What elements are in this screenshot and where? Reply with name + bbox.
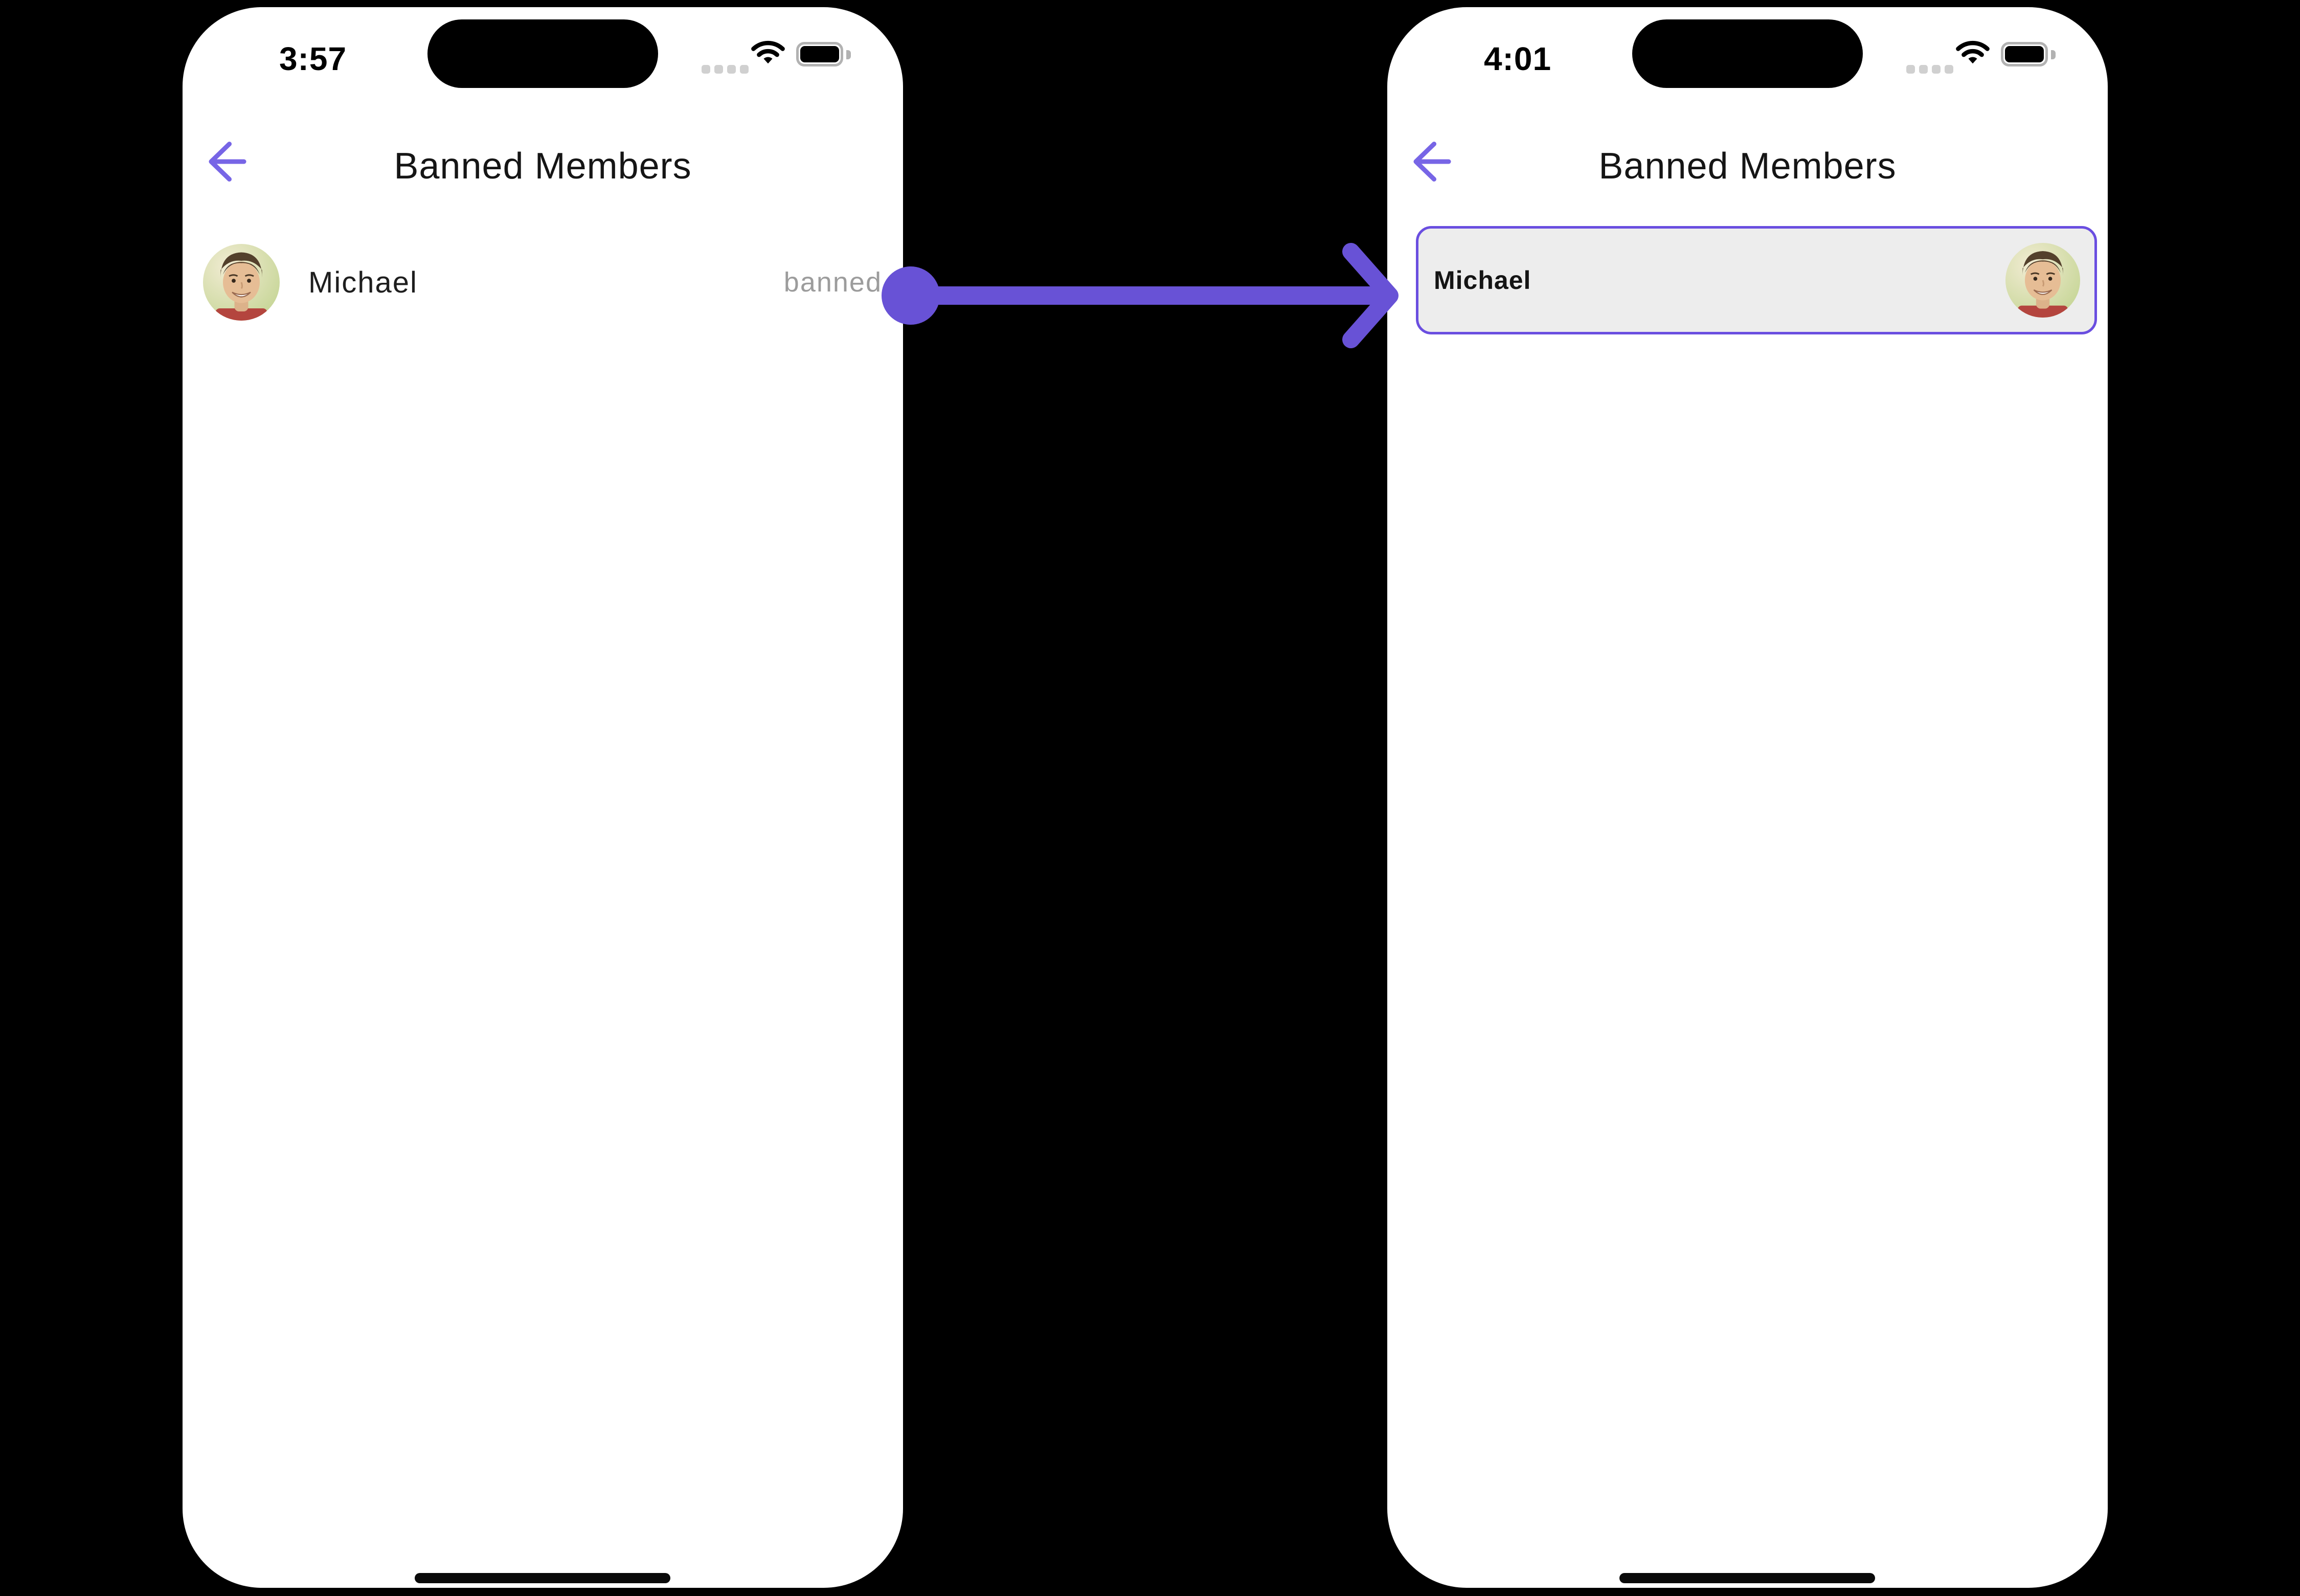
transition-arrow bbox=[882, 243, 1399, 348]
member-list-row[interactable]: Michael banned bbox=[203, 243, 883, 321]
member-name: Michael bbox=[308, 265, 418, 299]
cellular-signal-icon bbox=[1906, 65, 1953, 74]
dynamic-island bbox=[1632, 19, 1863, 88]
wifi-icon bbox=[1956, 40, 1990, 68]
member-name: Michael bbox=[1434, 266, 1531, 295]
page-title: Banned Members bbox=[394, 146, 692, 187]
avatar bbox=[203, 244, 280, 321]
status-time: 3:57 bbox=[279, 40, 347, 77]
dynamic-island bbox=[427, 19, 658, 88]
phone-mockup-right: 4:01 Banned Members Michael bbox=[1387, 7, 2108, 1588]
selected-member-card[interactable]: Michael bbox=[1416, 226, 2097, 334]
battery-icon bbox=[2001, 42, 2058, 68]
status-time: 4:01 bbox=[1483, 40, 1552, 77]
battery-icon bbox=[796, 42, 853, 68]
back-button[interactable] bbox=[1410, 139, 1455, 184]
cellular-signal-icon bbox=[702, 65, 749, 74]
banned-status-label: banned bbox=[783, 267, 882, 298]
home-indicator bbox=[415, 1573, 670, 1583]
back-arrow-icon bbox=[205, 142, 250, 186]
back-arrow-icon bbox=[1410, 142, 1455, 186]
home-indicator bbox=[1619, 1573, 1875, 1583]
phone-mockup-left: 3:57 Banned Members bbox=[183, 7, 903, 1588]
avatar bbox=[2005, 243, 2080, 318]
wifi-icon bbox=[751, 40, 785, 68]
page-title: Banned Members bbox=[1598, 146, 1897, 187]
back-button[interactable] bbox=[205, 139, 250, 184]
